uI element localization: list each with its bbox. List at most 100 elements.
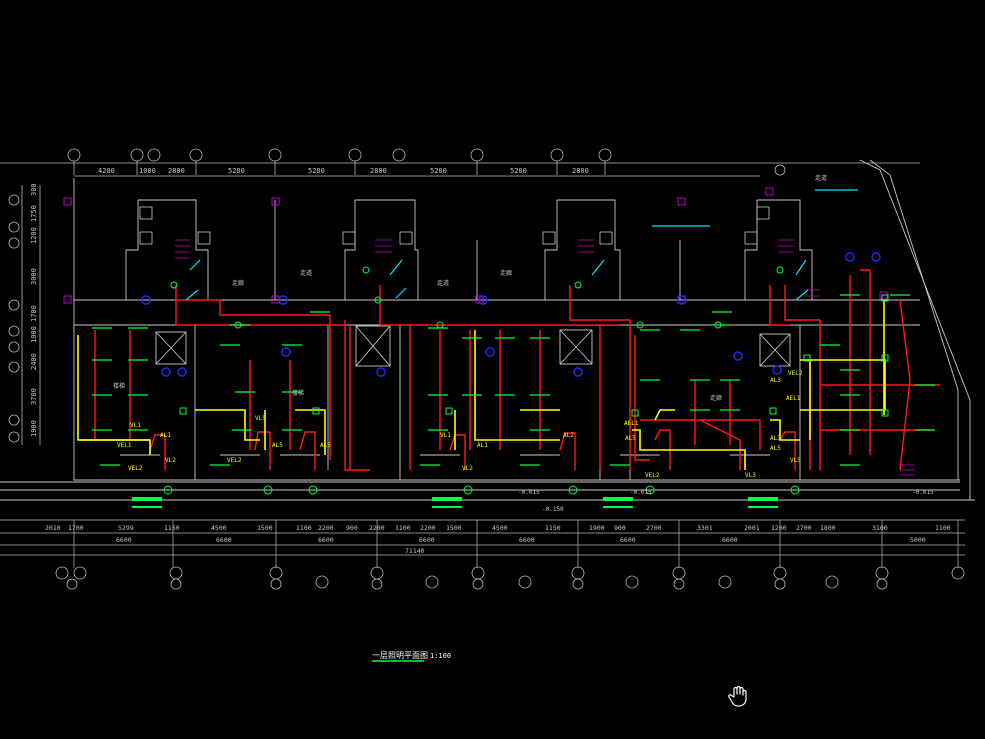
dim-text: 1700 bbox=[68, 524, 84, 532]
dim-text: 1000 bbox=[30, 326, 38, 343]
panel-label: VEL2 bbox=[227, 457, 242, 464]
light-fixtures-green bbox=[92, 294, 935, 466]
dim-text: 4500 bbox=[211, 524, 227, 532]
left-dimension-texts: 300 1750 1200 3000 1700 1000 2400 3780 1… bbox=[30, 183, 38, 437]
dim-text: 5200 bbox=[308, 167, 325, 175]
emergency-wiring-yellow bbox=[77, 300, 886, 470]
panel-label: VL1 bbox=[130, 422, 141, 429]
dim-text: 3000 bbox=[30, 268, 38, 285]
panel-label: VL2 bbox=[165, 457, 176, 464]
dim-text: 1700 bbox=[30, 305, 38, 322]
dim-text: 6600 bbox=[519, 536, 535, 544]
dim-text: 2200 bbox=[318, 524, 334, 532]
room-label: 走廊 bbox=[500, 269, 512, 277]
pan-hand-cursor-icon bbox=[728, 685, 747, 707]
dim-text: 6600 bbox=[722, 536, 738, 544]
room-labels: 楼梯 走廊 走道 楼梯 走道 走廊 走廊 走道 bbox=[113, 174, 827, 402]
dim-text: 3780 bbox=[30, 388, 38, 405]
dim-text: 1200 bbox=[771, 524, 787, 532]
dim-text: 6600 bbox=[620, 536, 636, 544]
dim-text: 5200 bbox=[430, 167, 447, 175]
dim-text: 3100 bbox=[872, 524, 888, 532]
dim-text: 1100 bbox=[395, 524, 411, 532]
panel-label: AL5 bbox=[272, 442, 283, 449]
room-label: 走廊 bbox=[710, 394, 722, 402]
panel-label: AL2 bbox=[563, 432, 574, 439]
dim-text: 1000 bbox=[139, 167, 156, 175]
room-label: 走廊 bbox=[232, 279, 244, 287]
panel-label: VL2 bbox=[462, 465, 473, 472]
fixture-symbols-green bbox=[163, 266, 889, 495]
dim-text: 1800 bbox=[820, 524, 836, 532]
top-dimension-line bbox=[0, 162, 920, 177]
level-marks: -0.015 -0.150 -0.015 -0.015 bbox=[518, 489, 934, 513]
panel-label: AEL1 bbox=[786, 395, 801, 402]
panel-label: AL1 bbox=[477, 442, 488, 449]
dim-text: 2700 bbox=[796, 524, 812, 532]
bottom-dimension-lines bbox=[0, 519, 965, 568]
room-label: 走道 bbox=[437, 279, 449, 287]
dim-text: 2800 bbox=[370, 167, 387, 175]
panel-label: AEL1 bbox=[624, 420, 639, 427]
dim-text: 1900 bbox=[589, 524, 605, 532]
dim-text: 6600 bbox=[318, 536, 334, 544]
panel-label: VL3 bbox=[745, 472, 756, 479]
panel-label: AL3 bbox=[770, 435, 781, 442]
dim-text: 2400 bbox=[30, 353, 38, 370]
dim-text: 2700 bbox=[646, 524, 662, 532]
dim-text: 5200 bbox=[228, 167, 245, 175]
room-label: 走道 bbox=[300, 269, 312, 277]
panel-labels: VEL1 AL1 VL1 VL2 VEL2 AL5 AL5 VL5 VEL2 A… bbox=[117, 370, 803, 479]
dim-text: 6600 bbox=[216, 536, 232, 544]
level-mark: -0.015 bbox=[912, 489, 934, 496]
panel-label: VEL2 bbox=[645, 472, 660, 479]
panel-label: VEL2 bbox=[128, 465, 143, 472]
panel-label: AL5 bbox=[320, 442, 331, 449]
bottom-dimension-row2: 6600 6600 6600 6600 6600 6600 6600 5000 bbox=[116, 536, 926, 544]
dim-text: 6600 bbox=[419, 536, 435, 544]
blue-equipment-symbols bbox=[141, 252, 881, 377]
dim-text: 1500 bbox=[446, 524, 462, 532]
panel-label: VL1 bbox=[440, 432, 451, 439]
room-label: 走道 bbox=[815, 174, 827, 182]
dim-text: 5000 bbox=[910, 536, 926, 544]
dim-text: 6600 bbox=[116, 536, 132, 544]
dim-text: 1100 bbox=[296, 524, 312, 532]
panel-label: AL5 bbox=[625, 435, 636, 442]
dim-text: 2010 bbox=[45, 524, 61, 532]
bottom-axis-markers bbox=[55, 566, 965, 590]
drawing-scale: 1:100 bbox=[430, 652, 451, 660]
room-label: 楼梯 bbox=[113, 382, 125, 390]
level-indicator-bars bbox=[132, 497, 778, 508]
total-dimension: 71140 bbox=[405, 547, 425, 555]
dim-text: 4500 bbox=[492, 524, 508, 532]
dim-text: 5299 bbox=[118, 524, 134, 532]
bottom-dimension-row1: 2010 1700 5299 1150 4500 1500 1100 2200 … bbox=[45, 524, 951, 532]
dim-text: 2800 bbox=[168, 167, 185, 175]
panel-label: VL5 bbox=[255, 415, 266, 422]
dim-text: 1150 bbox=[164, 524, 180, 532]
panel-label: AL5 bbox=[770, 445, 781, 452]
dim-text: 1100 bbox=[935, 524, 951, 532]
dim-text: 900 bbox=[346, 524, 358, 532]
panel-label: VEL2 bbox=[788, 370, 803, 377]
dim-text: 1900 bbox=[30, 420, 38, 437]
drawing-title: 一层照明平面图 bbox=[372, 651, 428, 660]
panel-label: AL3 bbox=[770, 377, 781, 384]
dim-text: 1500 bbox=[257, 524, 273, 532]
panel-label: VEL1 bbox=[117, 442, 132, 449]
dim-text: 5200 bbox=[510, 167, 527, 175]
dim-text: 1750 bbox=[30, 205, 38, 222]
stair-hatching bbox=[175, 239, 915, 476]
dim-text: 2200 bbox=[369, 524, 385, 532]
dim-text: 300 bbox=[30, 183, 38, 196]
dim-text: 2200 bbox=[420, 524, 436, 532]
dim-text: 4200 bbox=[98, 167, 115, 175]
equipment-boxes bbox=[139, 206, 770, 245]
level-mark: -0.150 bbox=[542, 506, 564, 513]
dim-text: 1150 bbox=[545, 524, 561, 532]
dim-text: 2800 bbox=[572, 167, 589, 175]
dim-text: 3301 bbox=[697, 524, 713, 532]
